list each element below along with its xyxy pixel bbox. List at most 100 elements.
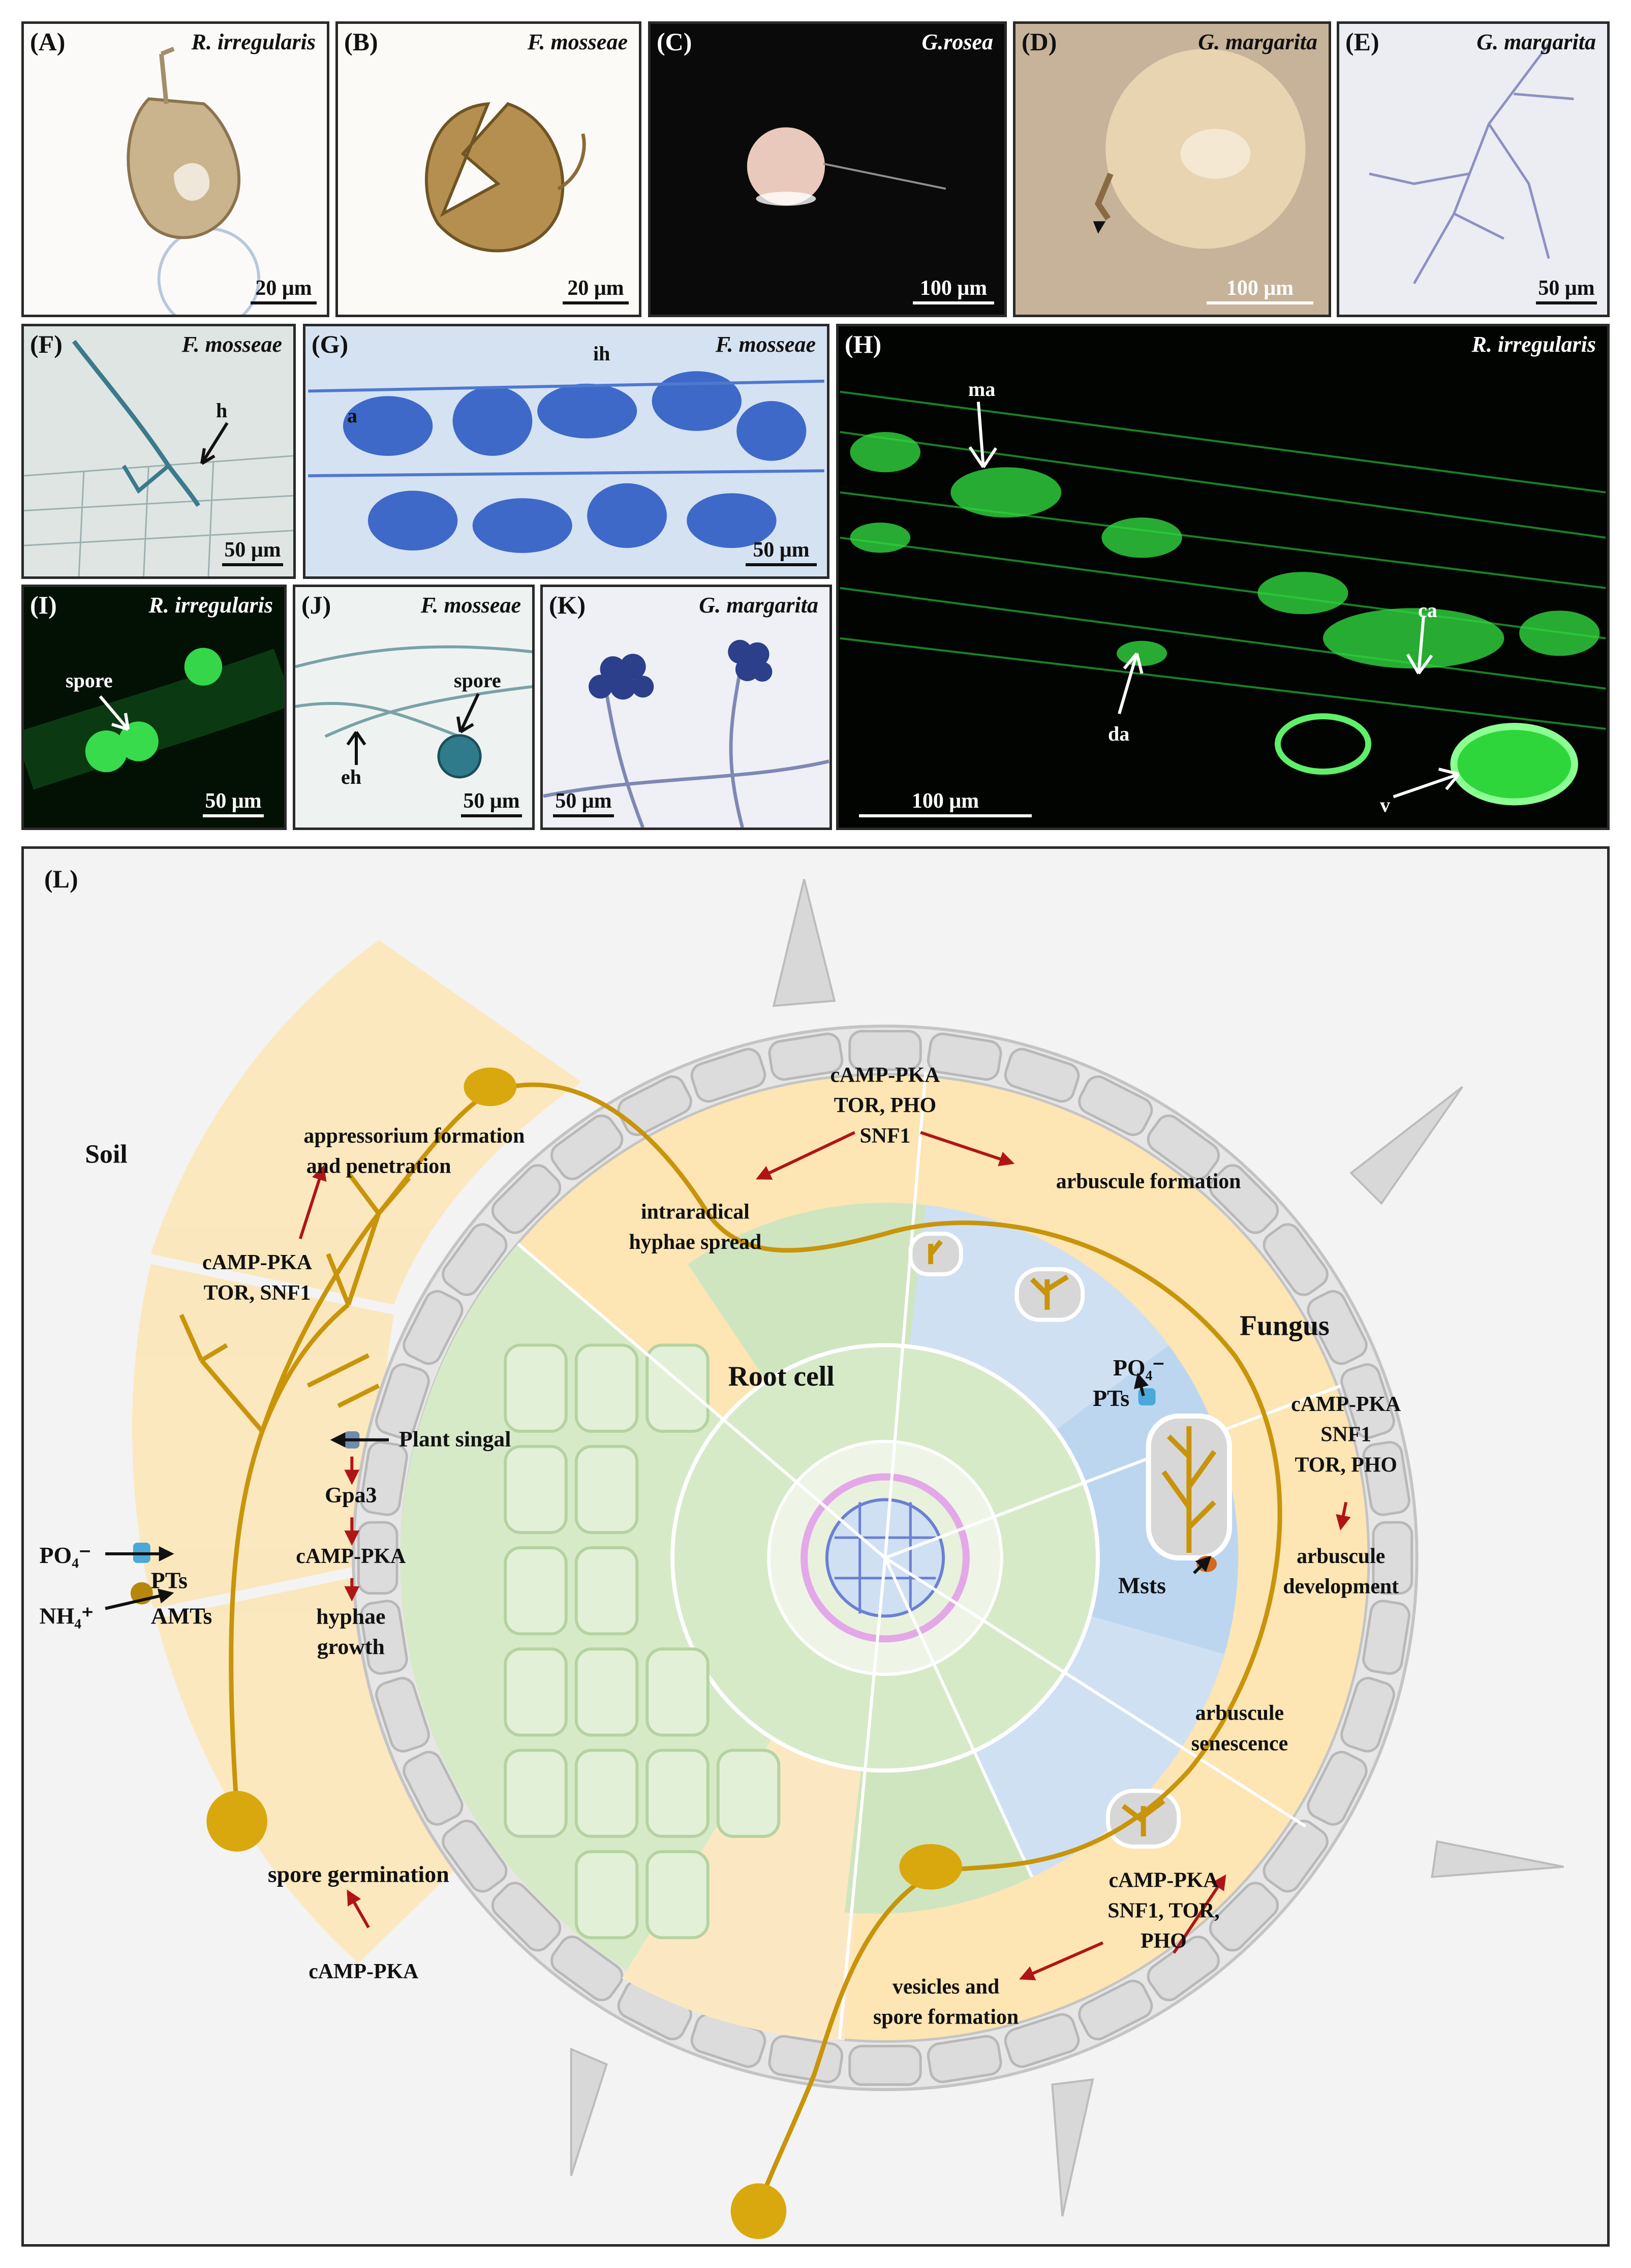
cortex-cell [504,1749,568,1838]
regulator-text: cAMP-PKA [296,1545,406,1568]
spore-micrograph-d [1093,49,1306,249]
panel-g: (G) F. mosseae a ih 50 μm [303,324,829,579]
epidermis-cell [1263,1820,1329,1893]
regulator-text: SNF1 [860,1124,911,1148]
regulator-text: cAMP-PKA [1109,1869,1218,1892]
panel-k: (K) G. margarita 50 μm [540,585,832,830]
epidermis-cell [1004,1048,1080,1103]
process-text: arbuscule [1297,1545,1385,1568]
hyphae-micrograph-e [1369,43,1574,284]
transporter-text: PTs [151,1568,188,1593]
process-text: arbuscule formation [1056,1170,1241,1193]
panel-label: (K) [549,591,586,619]
cortex-cell [504,1343,568,1433]
phosphate-text: PO₄⁻ [40,1542,91,1568]
epidermis-cell [357,1521,398,1595]
epidermis-cells [357,1030,1413,2086]
panel-label: (F) [30,330,63,358]
panel-f: (F) F. mosseae h 50 μm [21,324,296,579]
panel-a: (A) R. irregularis 20 μm [21,21,329,317]
epidermis-cell [1307,1751,1368,1826]
arrow-icon [346,731,366,765]
epidermis-cell [442,1820,508,1893]
process-text: spore formation [873,2006,1019,2029]
panel-label: (I) [30,591,57,619]
process-text: vesicles and [893,1975,999,1999]
cortex-cell [574,1850,639,1940]
extraradical-micrograph-j [295,645,532,779]
epidermis-cell [375,1677,430,1753]
cortex-cell [574,1343,639,1433]
epidermis-cell [403,1290,464,1365]
annotation-spore: spore [454,669,501,692]
arrow-icon [99,695,130,731]
species-name: F. mosseae [715,332,816,357]
process-text: growth [317,1635,385,1659]
epidermis-cell [1078,1075,1153,1137]
cortex-cell [504,1445,568,1535]
panel-b: (B) F. mosseae 20 μm [335,21,641,317]
epidermis-cell [1147,1935,1220,2002]
species-name: G.rosea [921,29,993,54]
cortex-cell [645,1647,710,1737]
cortex-cell [504,1546,568,1636]
plant-signal-text: Plant singal [399,1427,511,1452]
regulator-text: SNF1, TOR, [1107,1899,1219,1922]
scale-bar: 100 μm [913,276,994,304]
arbuscule-micrograph-g [308,371,824,553]
transporter-text: AMTs [151,1603,212,1629]
regulator-text: cAMP-PKA [830,1063,940,1087]
epidermis-cell [491,1164,562,1234]
epidermis-cell [1147,1114,1220,1180]
am-symbiosis-diagram: Soil Root cell Fungus appressorium forma… [40,879,1564,2240]
epidermis-cell [1340,1677,1395,1753]
fluorescence-micrograph-h [840,390,1606,806]
epidermis-cell [1078,1979,1153,2041]
root-hairs [570,879,1564,2217]
cortex-cell [645,1850,710,1940]
panel-label: (J) [301,591,331,619]
transporter-text: Msts [1118,1573,1166,1599]
epidermis-cell [550,1935,624,2002]
regulator-text: TOR, PHO [834,1094,936,1117]
epidermis-cell [1372,1521,1413,1595]
spore-micrograph-a [127,47,261,315]
cortex-cell [645,1343,710,1433]
epidermis-cell [848,1030,922,1071]
fungal-hyphae [179,1082,1282,2207]
auxiliary-cells-micrograph-k [543,639,829,827]
phosphate-text: PO₄⁻ [1113,1355,1165,1381]
appressorium-text: and penetration [306,1155,451,1178]
panel-d: (D) G. margarita 100 μm [1013,21,1331,317]
scale-label: 50 μm [463,789,520,813]
annotation-spore: spore [66,669,113,692]
spore-micrograph-b [425,102,586,253]
process-text: senescence [1191,1732,1288,1756]
cortex-cell [574,1445,639,1535]
scale-bar: 50 μm [1536,276,1597,304]
epidermis-cell [375,1363,430,1439]
process-text: hyphae spread [629,1231,761,1254]
transporter-text: PTs [1093,1385,1129,1411]
species-name: G. margarita [1476,29,1596,54]
panel-j: (J) F. mosseae spore eh 50 μm [293,585,535,830]
epidermis-cell [1340,1363,1395,1439]
panel-i: (I) R. irregularis spore 50 μm [21,585,287,830]
regulator-text: TOR, PHO [1295,1454,1397,1477]
process-text: hyphae [316,1604,385,1629]
annotation-ma: ma [968,378,996,401]
cortex-cell [504,1647,568,1737]
diagram-labels: Soil Root cell Fungus appressorium forma… [40,1063,1401,2029]
process-text: arbuscule [1195,1702,1284,1725]
scale-bar: 100 μm [1207,276,1313,304]
regulator-text: cAMP-PKA [309,1960,418,1983]
epidermis-cell [690,1048,766,1103]
cortex-cell [716,1749,781,1838]
species-name: F. mosseae [527,29,628,54]
red-arrows [298,1131,1351,1981]
scale-label: 50 μm [1538,277,1595,300]
epidermis-cell [768,1032,844,1081]
spore-micrograph-c [747,127,946,206]
annotation-ih: ih [593,342,610,365]
scale-bar: 20 μm [563,276,629,304]
